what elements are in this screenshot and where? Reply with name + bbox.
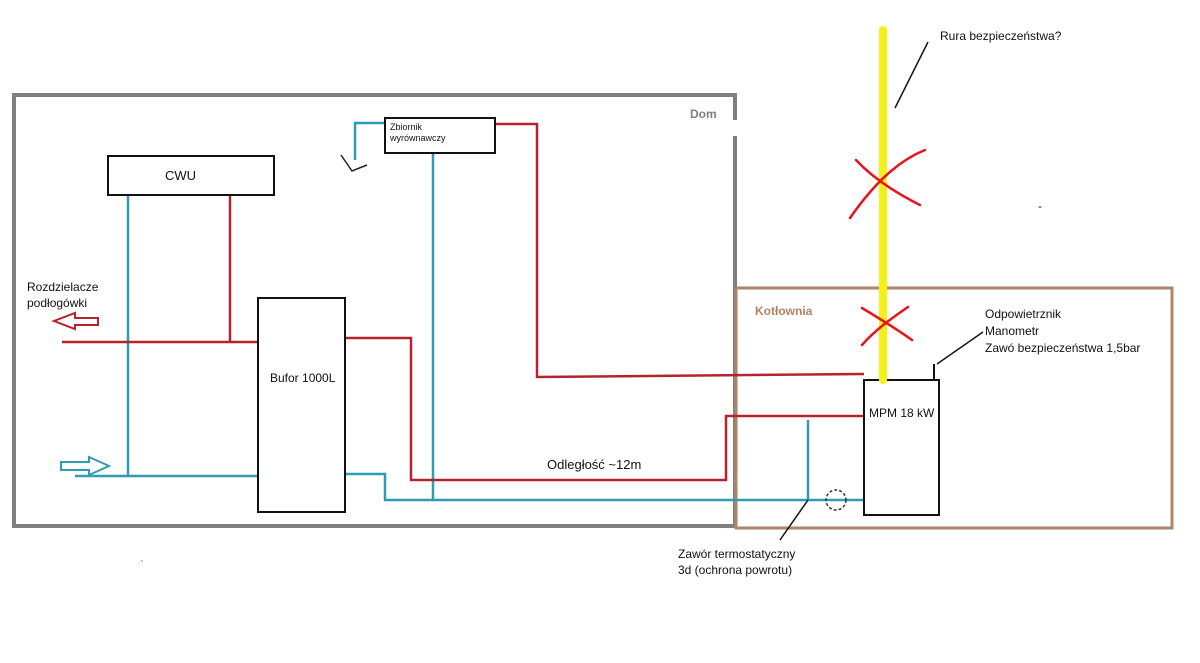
buffer-tank [257, 297, 346, 513]
odleglosc-note: Odległość ~12m [547, 457, 642, 472]
vent-mark [340, 154, 368, 172]
room-label-kotlownia: Kotłownia [755, 304, 813, 318]
leader-rura [894, 41, 929, 109]
fittings-note-3: Zawó bezpieczeństwa 1,5bar [985, 341, 1141, 355]
room-label-dom: Dom [690, 107, 717, 121]
zawor-note-2: 3d (ochrona powrotu) [678, 563, 793, 577]
rura-note: Rura bezpieczeństwa? [940, 29, 1062, 43]
thermostatic-valve [825, 489, 847, 511]
expansion-tank [384, 117, 496, 154]
zbiornik-label-1: Zbiornik [390, 122, 423, 132]
rozdzielacze-note-1: Rozdzielacze [27, 280, 99, 294]
zbiornik-label-2: wyrównawczy [390, 133, 446, 143]
bufor-label: Bufor 1000L [270, 371, 336, 385]
fittings-note-1: Odpowietrznik [985, 307, 1062, 321]
cwu-tank [107, 155, 275, 196]
return-pipes [75, 121, 864, 502]
rozdzielacze-note-2: podłogówki [27, 296, 88, 310]
leader-zawor [779, 499, 809, 541]
boiler [863, 379, 940, 516]
supply-out-arrow [51, 311, 99, 331]
stray-dash: - [1038, 199, 1042, 213]
cross-upper [848, 148, 927, 220]
cross-lower [860, 305, 914, 347]
supply-pipes [62, 122, 865, 482]
mpm-label: MPM 18 kW [869, 406, 935, 420]
return-in-arrow [60, 455, 112, 477]
zawor-note-1: Zawór termostatyczny [678, 547, 796, 561]
cwu-label: CWU [165, 168, 197, 183]
leader-fittings [936, 331, 984, 365]
fittings-note-2: Manometr [985, 324, 1040, 338]
stray-tick: ` [140, 558, 144, 572]
kotlownia-wall [734, 286, 1174, 530]
